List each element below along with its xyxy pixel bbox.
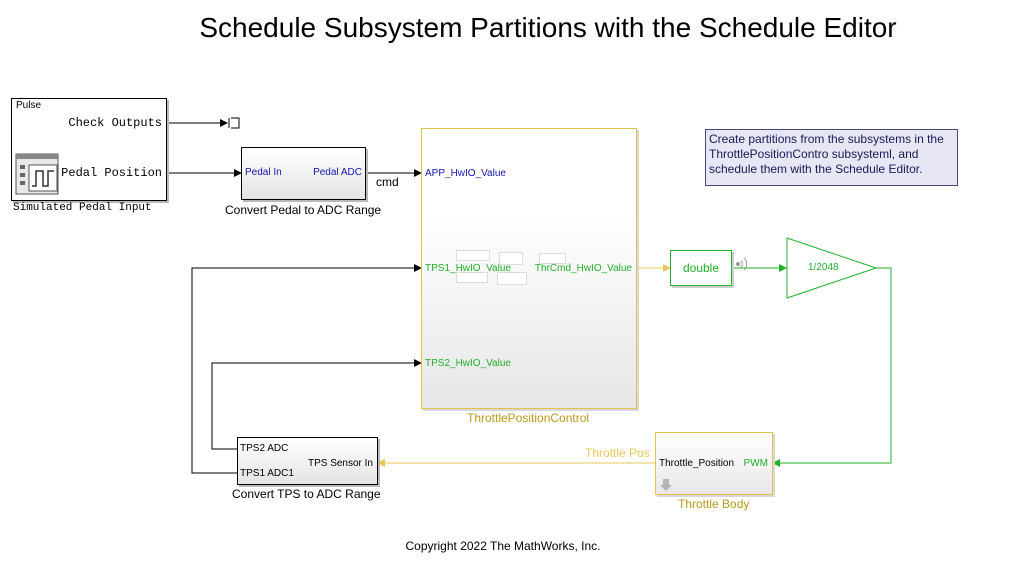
signal-icon xyxy=(736,257,748,271)
wire-tps1 xyxy=(191,264,422,474)
port-pwm: PWM xyxy=(743,458,768,469)
inner-preview-box xyxy=(499,252,523,265)
port-pedal-in: Pedal In xyxy=(245,167,282,178)
port-tps1-hwio: TPS1_HwIO_Value xyxy=(425,263,511,274)
inner-preview-box xyxy=(539,253,566,264)
port-tps-sensor-in: TPS Sensor In xyxy=(307,458,373,469)
pulse-badge: Pulse xyxy=(16,100,42,111)
port-thrcmd-hwio: ThrCmd_HwIO_Value xyxy=(534,263,632,274)
copyright: Copyright 2022 The MathWorks, Inc. xyxy=(405,539,601,553)
port-tps1-adc1: TPS1 ADC1 xyxy=(240,468,294,479)
terminator-icon xyxy=(228,117,240,129)
throttle-body-name: Throttle Body xyxy=(678,497,750,511)
pulse-generator-icon xyxy=(15,153,59,195)
convert-tps-block[interactable]: TPS2 ADC TPS1 ADC1 TPS Sensor In xyxy=(237,437,378,485)
cmd-label: cmd xyxy=(376,175,399,189)
port-tps2-adc: TPS2 ADC xyxy=(240,443,289,454)
gain-triangle xyxy=(786,237,878,299)
port-throttle-position: Throttle_Position xyxy=(659,458,735,469)
inner-preview-box xyxy=(497,272,527,285)
convert-tps-name: Convert TPS to ADC Range xyxy=(232,487,381,501)
port-pedal-position: Pedal Position xyxy=(61,166,162,180)
page-title: Schedule Subsystem Partitions with the S… xyxy=(199,12,897,43)
convert-pedal-block[interactable]: Pedal In Pedal ADC xyxy=(241,147,366,200)
double-label: double xyxy=(682,261,720,275)
gain-label[interactable]: 1/2048 xyxy=(808,262,839,273)
throttle-pos-signal-label: Throttle Pos xyxy=(585,446,650,460)
inner-preview-box xyxy=(456,250,490,261)
throttle-position-control-block[interactable]: APP_HwIO_Value TPS1_HwIO_Value TPS2_HwIO… xyxy=(421,128,637,409)
pulse-block[interactable]: Pulse Check Outputs Pedal Position xyxy=(11,98,167,201)
arrow-down-icon xyxy=(660,479,672,491)
annotation-note[interactable]: Create partitions from the subsystems in… xyxy=(705,129,958,186)
throttle-position-control-name: ThrottlePositionControl xyxy=(467,411,590,425)
port-pedal-adc: Pedal ADC xyxy=(313,167,362,178)
port-tps2-hwio: TPS2_HwIO_Value xyxy=(425,358,511,369)
double-block[interactable]: double xyxy=(670,250,732,286)
wire-tps2 xyxy=(211,359,422,450)
port-app-hwio: APP_HwIO_Value xyxy=(425,168,506,179)
throttle-body-block[interactable]: Throttle_Position PWM xyxy=(655,432,773,495)
wire-gain-pwm xyxy=(772,267,892,467)
inner-preview-box xyxy=(456,272,488,283)
convert-pedal-name: Convert Pedal to ADC Range xyxy=(225,203,382,217)
port-check-outputs: Check Outputs xyxy=(68,116,162,130)
pulse-block-name: Simulated Pedal Input xyxy=(13,202,152,214)
